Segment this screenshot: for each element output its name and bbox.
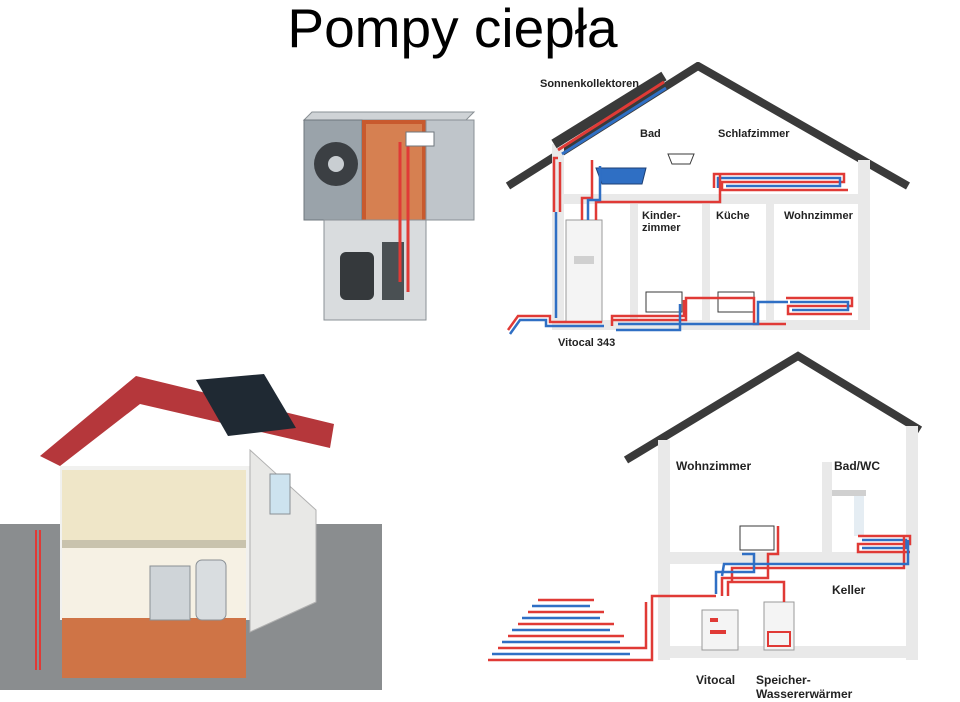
storage-tank	[195, 559, 227, 621]
shower	[854, 496, 864, 536]
top-house-diagram: Sonnenkollektoren Bad Schlafzimmer Kinde…	[505, 62, 910, 349]
bottom-house-diagram: Wohnzimmer Bad/WC Keller Vitocal Speiche…	[488, 351, 923, 701]
label-vitocal-343: Vitocal 343	[558, 337, 615, 349]
roof-outline	[623, 351, 923, 464]
label-bad: Bad	[640, 128, 661, 140]
right-wall	[858, 160, 870, 328]
label-kinderzimmer-line1: Kinder-	[642, 210, 681, 222]
label-keller: Keller	[832, 583, 866, 597]
label-wohnzimmer: Wohnzimmer	[784, 210, 854, 222]
label-speicher: Speicher-	[756, 673, 811, 687]
heat-pump-unit	[565, 219, 603, 323]
label-bad-wc: Bad/WC	[834, 459, 880, 473]
cutaway-house-illustration	[0, 374, 382, 690]
label-kueche: Küche	[716, 210, 750, 222]
slide-title: Pompy ciepła	[287, 0, 618, 59]
solar-collector	[551, 71, 667, 149]
bathtub	[595, 167, 647, 185]
heat-pump	[149, 565, 191, 621]
radiator-kitchen-right	[717, 291, 755, 313]
radiator	[739, 525, 775, 551]
label-sonnenkollektoren: Sonnenkollektoren	[540, 78, 639, 90]
radiator-kitchen-left	[645, 291, 683, 313]
basement-floor	[62, 618, 246, 678]
solar-panels	[196, 374, 296, 436]
label-vitocal: Vitocal	[696, 673, 735, 687]
label-kinderzimmer-line2: zimmer	[642, 222, 681, 234]
roof	[40, 376, 334, 466]
heat-pump-unit-illustration	[296, 102, 486, 334]
label-wohnzimmer: Wohnzimmer	[676, 459, 751, 473]
label-schlafzimmer: Schlafzimmer	[718, 128, 790, 140]
washbasin	[667, 153, 695, 165]
roof-outline	[505, 62, 910, 190]
upper-floor	[552, 194, 870, 204]
label-wassererwaermer: Wassererwärmer	[756, 687, 853, 701]
